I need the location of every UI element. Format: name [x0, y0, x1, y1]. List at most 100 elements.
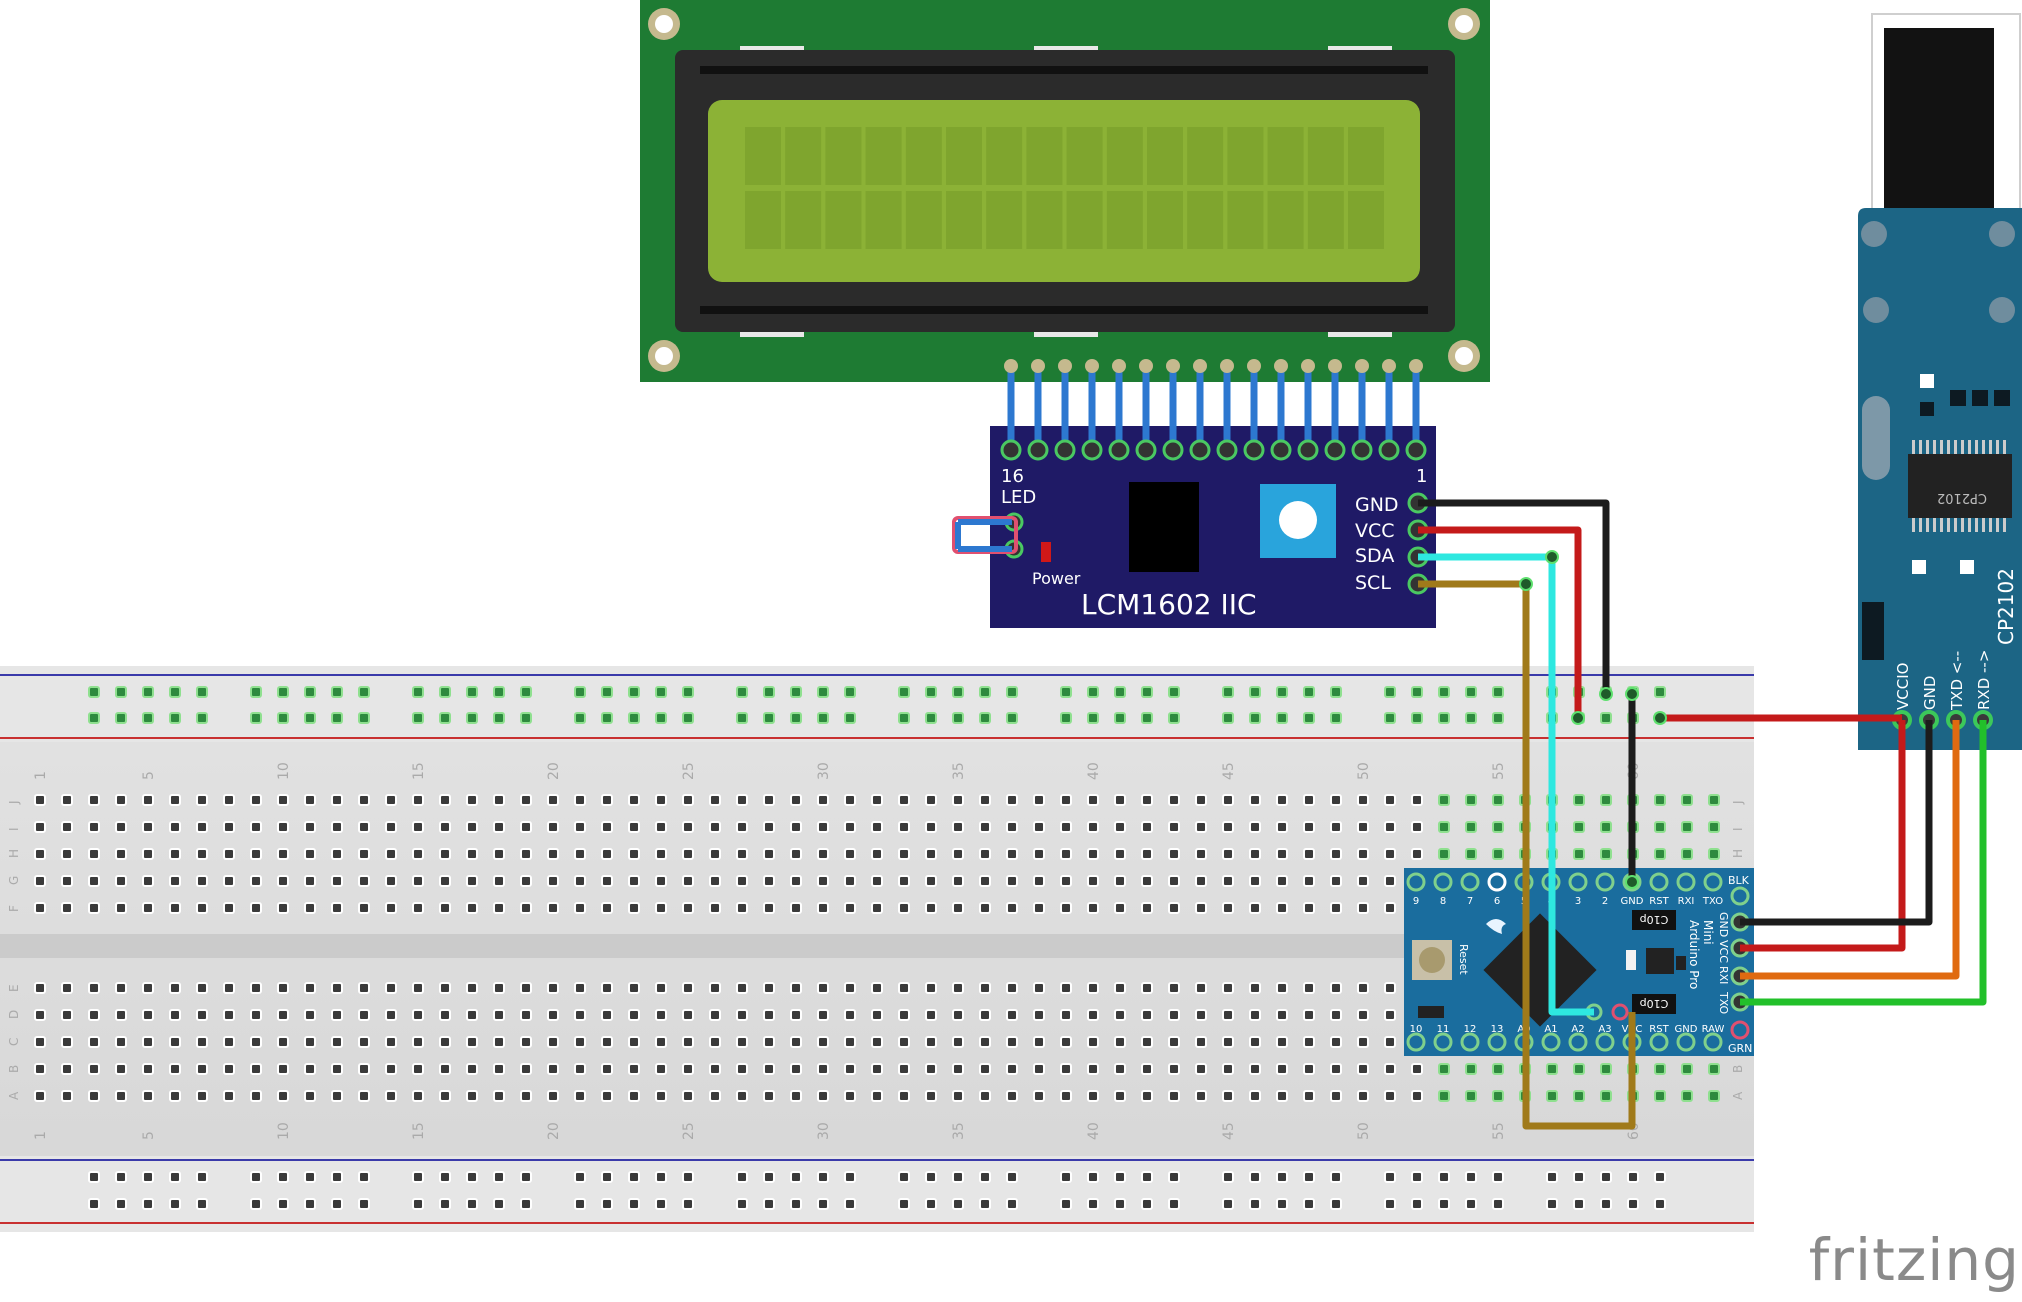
arduino-pin-bottom[interactable]	[1568, 1032, 1588, 1052]
arduino-pin-grn[interactable]	[1730, 1020, 1750, 1040]
breadboard-hole	[277, 794, 289, 806]
arduino-pin-label: 3	[1575, 896, 1581, 907]
breadboard-hole	[574, 875, 586, 887]
breadboard-hole	[1573, 848, 1585, 860]
breadboard-hole	[682, 1171, 694, 1183]
wire-vcc-i2c[interactable]	[1418, 526, 1582, 718]
breadboard-hole	[682, 1063, 694, 1075]
breadboard-hole	[1168, 1198, 1180, 1210]
breadboard-hole	[223, 902, 235, 914]
chip-pin	[1989, 440, 1992, 454]
breadboard-hole	[1384, 1090, 1396, 1102]
breadboard-hole	[1654, 848, 1666, 860]
breadboard-hole	[628, 875, 640, 887]
breadboard-hole	[1006, 1036, 1018, 1048]
breadboard-hole	[1249, 902, 1261, 914]
arduino-pin-top[interactable]	[1433, 872, 1453, 892]
arduino-pin-bottom[interactable]	[1703, 1032, 1723, 1052]
breadboard-hole	[898, 1171, 910, 1183]
breadboard-hole	[1033, 848, 1045, 860]
chip-pin	[1996, 440, 1999, 454]
arduino-pin-top[interactable]	[1676, 872, 1696, 892]
breadboard-hole	[304, 848, 316, 860]
breadboard-hole	[655, 1198, 667, 1210]
breadboard-hole	[88, 686, 100, 698]
arduino-pin-top[interactable]	[1595, 872, 1615, 892]
breadboard-hole	[1168, 1036, 1180, 1048]
breadboard-hole	[1087, 875, 1099, 887]
arduino-pin-bottom[interactable]	[1487, 1032, 1507, 1052]
breadboard-hole	[115, 821, 127, 833]
breadboard-hole	[601, 1198, 613, 1210]
chip-pin	[1982, 518, 1985, 532]
breadboard-hole	[790, 1171, 802, 1183]
usb-pin-label-gnd: GND	[1921, 676, 1939, 710]
breadboard-hole	[196, 1036, 208, 1048]
breadboard-hole	[439, 794, 451, 806]
arduino-pin-top[interactable]	[1568, 872, 1588, 892]
wire-txd-usb-to-arduino[interactable]	[1740, 720, 1960, 980]
breadboard-hole	[763, 821, 775, 833]
usb-connector[interactable]	[1884, 28, 1994, 220]
breadboard-hole	[115, 1063, 127, 1075]
wire-rxd-usb-to-arduino[interactable]	[1740, 720, 1987, 1006]
arduino-pin-a5[interactable]	[1611, 1003, 1629, 1021]
arduino-pin-bottom[interactable]	[1406, 1032, 1426, 1052]
arduino-pin-bottom[interactable]	[1676, 1032, 1696, 1052]
arduino-pin-blk[interactable]	[1730, 886, 1750, 906]
breadboard-hole	[1006, 902, 1018, 914]
arduino-pin-top[interactable]	[1487, 872, 1507, 892]
row-letter: E	[7, 984, 21, 992]
arduino-pin-top[interactable]	[1406, 872, 1426, 892]
breadboard-hole	[1276, 686, 1288, 698]
breadboard-hole	[493, 686, 505, 698]
breadboard-hole	[1168, 875, 1180, 887]
breadboard-hole	[115, 902, 127, 914]
breadboard-hole	[304, 821, 316, 833]
breadboard-hole	[1438, 1198, 1450, 1210]
arduino-pin-bottom[interactable]	[1460, 1032, 1480, 1052]
wire-vcc-usb-to-arduino[interactable]	[1740, 720, 1906, 952]
arduino-pin-top[interactable]	[1460, 872, 1480, 892]
breadboard-hole	[925, 1171, 937, 1183]
lcd-cell	[1307, 191, 1344, 249]
arduino-pin-top[interactable]	[1649, 872, 1669, 892]
wire-sda[interactable]	[1418, 553, 1594, 1016]
wire-gnd-i2c[interactable]	[1418, 499, 1610, 694]
breadboard-hole	[979, 1171, 991, 1183]
arduino-pin-top[interactable]	[1703, 872, 1723, 892]
breadboard-hole	[1114, 686, 1126, 698]
breadboard-hole	[196, 982, 208, 994]
breadboard-hole	[682, 1090, 694, 1102]
breadboard-hole	[1492, 794, 1504, 806]
breadboard-hole	[1060, 1036, 1072, 1048]
breadboard-hole	[88, 712, 100, 724]
lcd-cell	[1227, 191, 1264, 249]
breadboard-hole	[736, 1009, 748, 1021]
lcd-cell	[1147, 127, 1183, 185]
breadboard-hole	[979, 1090, 991, 1102]
breadboard-hole	[898, 821, 910, 833]
breadboard-hole	[736, 902, 748, 914]
potentiometer-knob-icon[interactable]	[1279, 501, 1317, 539]
breadboard-hole	[763, 1063, 775, 1075]
arduino-pin-bottom[interactable]	[1433, 1032, 1453, 1052]
wire-scl[interactable]	[1418, 580, 1636, 1130]
breadboard-hole	[223, 1063, 235, 1075]
column-number: 10	[276, 1122, 292, 1140]
backpack-pin	[1378, 439, 1400, 461]
breadboard-hole	[574, 982, 586, 994]
breadboard-hole	[250, 875, 262, 887]
breadboard-hole	[844, 1198, 856, 1210]
lcd-cell	[785, 127, 822, 185]
breadboard-hole	[1708, 1063, 1720, 1075]
breadboard-hole	[844, 821, 856, 833]
arduino-pin-bottom[interactable]	[1541, 1032, 1561, 1052]
arduino-pin-bottom[interactable]	[1649, 1032, 1669, 1052]
wire-endpoint	[1625, 875, 1639, 889]
breadboard-hole	[1492, 1063, 1504, 1075]
wire-gnd-usb-to-arduino[interactable]	[1740, 720, 1933, 926]
lcd-pin	[1085, 359, 1099, 373]
breadboard-hole	[1384, 1198, 1396, 1210]
arduino-pin-bottom[interactable]	[1595, 1032, 1615, 1052]
